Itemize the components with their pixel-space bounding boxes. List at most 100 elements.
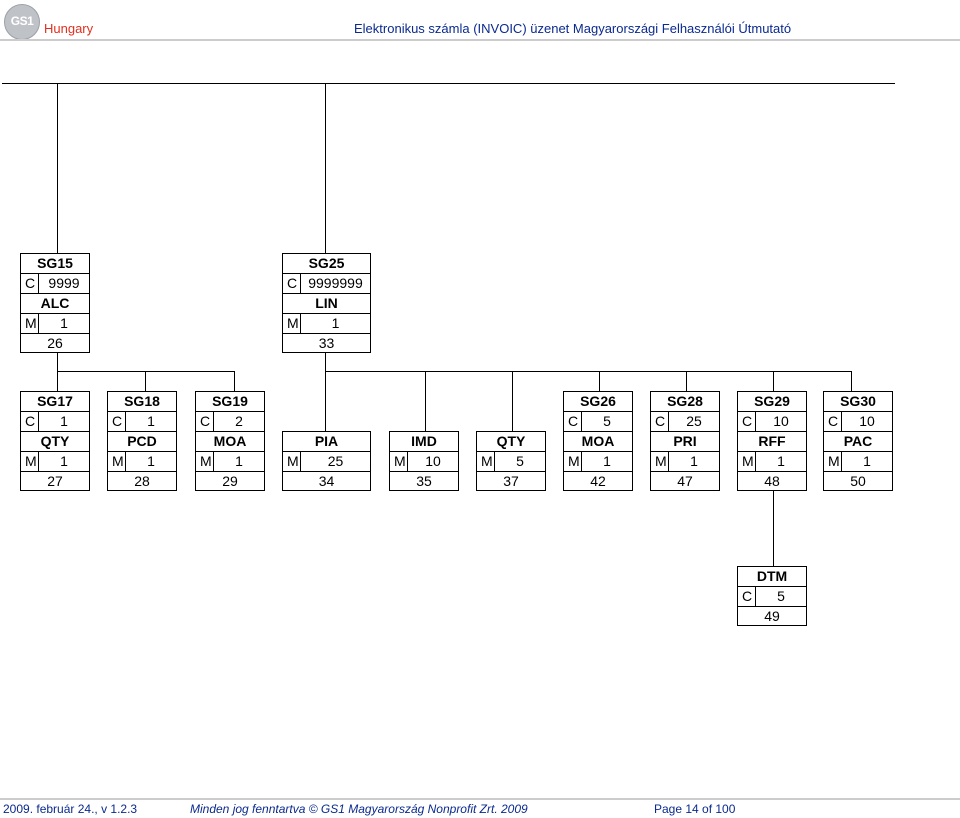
segment-repeat: 5: [777, 588, 785, 604]
segment-tag: PRI: [651, 432, 719, 452]
group-label: SG26: [564, 392, 632, 412]
group-label: SG28: [651, 392, 719, 412]
segment-position: 26: [47, 335, 63, 351]
segment-tag: PCD: [108, 432, 176, 452]
segment-tag: LIN: [283, 294, 370, 314]
segment-repeat: 1: [777, 453, 785, 469]
segment-tag: QTY: [477, 432, 545, 452]
group-status: C: [196, 412, 214, 431]
segment-status: M: [283, 314, 301, 333]
group-repeat: 1: [60, 413, 68, 429]
group-status: C: [564, 412, 582, 431]
segment-repeat: 10: [425, 453, 441, 469]
footer-page-number: Page 14 of 100: [654, 802, 736, 816]
segment-position: 50: [850, 473, 866, 489]
segment-status: M: [738, 452, 756, 471]
group-repeat: 10: [773, 413, 789, 429]
segment-status: M: [196, 452, 214, 471]
group-status: C: [21, 274, 39, 293]
connector: [2, 83, 895, 84]
connector: [686, 371, 687, 392]
group-status: C: [651, 412, 669, 431]
group-repeat: 5: [603, 413, 611, 429]
header-rule: [0, 39, 960, 41]
segment-position: 37: [503, 473, 519, 489]
group-repeat: 9999999: [308, 275, 363, 291]
segment-repeat: 1: [235, 453, 243, 469]
connector: [57, 371, 235, 372]
segment-tag: PIA: [283, 432, 370, 452]
group-label: SG18: [108, 392, 176, 412]
footer-rule: [0, 798, 960, 800]
segment-repeat: 1: [690, 453, 698, 469]
segment-status: M: [651, 452, 669, 471]
segment-repeat: 1: [331, 315, 340, 331]
segment-tag: ALC: [21, 294, 89, 314]
segment-status: M: [21, 452, 39, 471]
segment-position: 35: [416, 473, 432, 489]
segment-repeat: 1: [147, 453, 155, 469]
gs1-logo: GS1: [4, 4, 40, 40]
brand-label: Hungary: [44, 21, 94, 36]
group-repeat: 25: [686, 413, 702, 429]
document-title: Elektronikus számla (INVOIC) üzenet Magy…: [354, 21, 792, 36]
segment-tag: DTM: [738, 567, 806, 587]
group-label: SG25: [283, 254, 370, 274]
segment-status: M: [824, 452, 842, 471]
group-status: C: [738, 412, 756, 431]
group-repeat: 9999: [48, 275, 80, 291]
group-label: SG15: [21, 254, 89, 274]
group-status: C: [108, 412, 126, 431]
footer-date-version: 2009. február 24., v 1.2.3: [3, 802, 138, 816]
segment-repeat: 1: [603, 453, 611, 469]
segment-tag: IMD: [390, 432, 458, 452]
segment-status: M: [477, 452, 495, 471]
group-status-row: C 25: [651, 412, 719, 432]
group-status-row: C 9999999: [283, 274, 370, 294]
segment-repeat: 25: [327, 453, 344, 469]
group-status: C: [283, 274, 301, 293]
segment-position: 28: [134, 473, 150, 489]
connector: [599, 371, 600, 392]
connector: [145, 371, 146, 392]
segment-position: 47: [677, 473, 693, 489]
segment-position: 29: [222, 473, 238, 489]
connector: [773, 490, 774, 567]
segment-status: M: [108, 452, 126, 471]
connector: [325, 371, 851, 372]
segment-status: M: [564, 452, 582, 471]
segment-tag: PAC: [824, 432, 892, 452]
connector: [57, 83, 58, 254]
connector: [234, 371, 235, 392]
segment-position: 33: [318, 335, 335, 351]
connector: [425, 371, 426, 432]
segment-position: 48: [764, 473, 780, 489]
segment-position: 34: [318, 473, 335, 489]
segment-status: M: [283, 452, 301, 471]
segment-status: M: [21, 314, 39, 333]
segment-repeat: 1: [60, 315, 68, 331]
